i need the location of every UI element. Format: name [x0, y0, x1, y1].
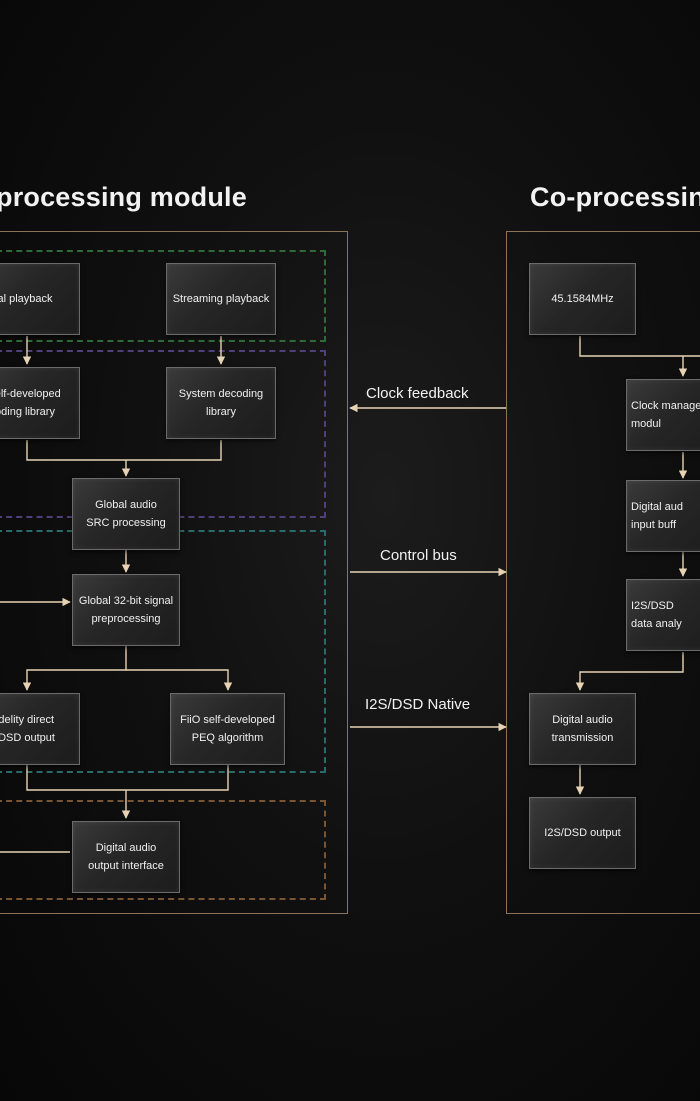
local-playback-box: al playback	[0, 263, 80, 335]
direct-output-box: idelity direct /DSD output	[0, 693, 80, 765]
peq-algorithm-box: FiiO self-developed PEQ algorithm	[170, 693, 285, 765]
self-developed-decoding-box: self-developed oding library	[0, 367, 80, 439]
clock-management-box: Clock manage modul	[626, 379, 700, 451]
input-buffer-box: Digital aud input buff	[626, 480, 700, 552]
streaming-playback-box: Streaming playback	[166, 263, 276, 335]
output-interface-box: Digital audio output interface	[72, 821, 180, 893]
clock-frequency-box: 45.1584MHz	[529, 263, 636, 335]
main-processing-panel	[0, 231, 348, 914]
control-bus-label: Control bus	[380, 547, 457, 564]
transmission-box: Digital audio transmission	[529, 693, 636, 765]
i2s-native-label: I2S/DSD Native	[365, 696, 471, 713]
data-analysis-box: I2S/DSD data analy	[626, 579, 700, 651]
i2s-output-box: I2S/DSD output	[529, 797, 636, 869]
playback-source-group	[0, 250, 326, 342]
co-processing-title: Co-processin	[530, 182, 700, 212]
clock-feedback-label: Clock feedback	[366, 385, 469, 402]
main-module-title: processing module	[0, 182, 247, 212]
global-32bit-box: Global 32-bit signal preprocessing	[72, 574, 180, 646]
system-decoding-box: System decoding library	[166, 367, 276, 439]
global-src-box: Global audio SRC processing	[72, 478, 180, 550]
output-group	[0, 800, 326, 900]
